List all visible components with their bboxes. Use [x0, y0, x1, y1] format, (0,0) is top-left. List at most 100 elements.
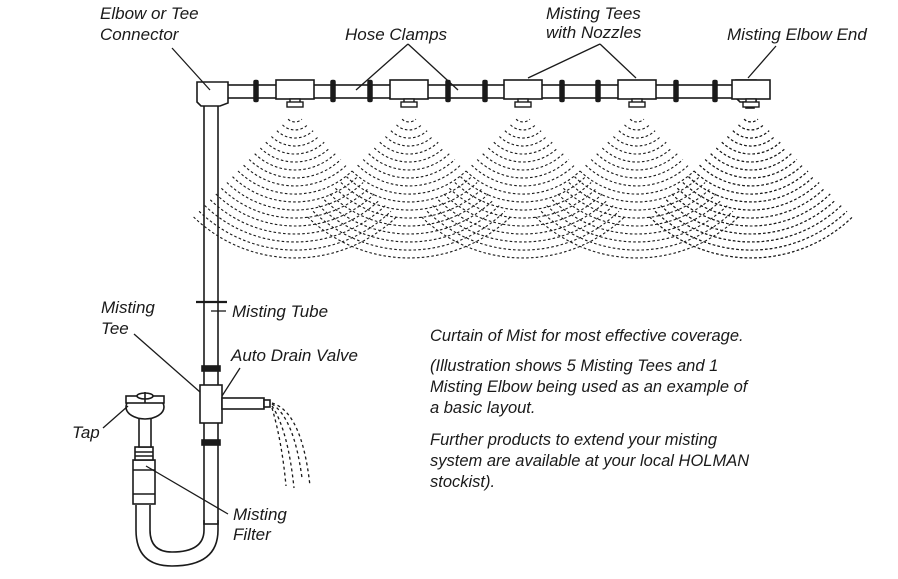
mist-arc: [704, 159, 798, 179]
mist-arc: [362, 159, 456, 179]
label-misting-filter-1: Misting: [233, 505, 287, 524]
misting-tee: [389, 79, 429, 100]
mist-arc: [282, 124, 308, 131]
tee-nozzle-cap: [514, 101, 532, 108]
mist-arc: [540, 210, 734, 251]
mist-arc: [732, 130, 770, 139]
mist-arc: [390, 130, 428, 139]
mist-arc: [499, 136, 547, 147]
mist-arc: [426, 210, 620, 251]
auto-drain-valve-body: [221, 397, 265, 410]
note-illustration: (Illustration shows 5 Misting Tees and 1…: [430, 356, 830, 419]
mist-arc: [515, 118, 531, 123]
mist-arc: [665, 199, 837, 235]
mist-arc: [379, 141, 439, 155]
mist-arc: [465, 170, 581, 195]
mist-arc: [654, 210, 848, 251]
label-elbow-tee-connector-1: Elbow or Tee: [100, 4, 199, 23]
mist-arc: [607, 141, 667, 155]
label-tap: Tap: [72, 423, 100, 442]
vertical-misting-tube: [203, 103, 219, 525]
mist-arc: [629, 118, 645, 123]
mist-arc: [688, 176, 814, 203]
mist-arc: [323, 199, 495, 235]
mist-arc: [357, 164, 461, 187]
mist-arc: [396, 124, 422, 131]
mist-arc: [660, 205, 842, 243]
hose-clamp: [330, 79, 336, 103]
auto-drain-valve-tip: [263, 399, 271, 408]
mist-arc: [287, 118, 303, 123]
mist-arc: [460, 176, 586, 203]
mist-arc: [226, 182, 364, 211]
mist-arc: [443, 193, 603, 227]
supply-hose-outer: [135, 505, 219, 567]
mist-arc: [624, 124, 650, 131]
drain-drip: [271, 407, 287, 487]
mist-arc: [613, 136, 661, 147]
mist-arc: [476, 159, 570, 179]
mist-arc: [557, 193, 717, 227]
mist-arc: [346, 176, 472, 203]
mist-arc: [585, 164, 689, 187]
mist-arc: [715, 147, 787, 163]
mist-arc: [454, 182, 592, 211]
mist-arc: [215, 193, 375, 227]
mist-arc: [568, 182, 706, 211]
mist-arc: [682, 182, 820, 211]
note-line: stockist).: [430, 473, 496, 491]
mist-arc: [665, 199, 837, 235]
mist-arc: [618, 130, 656, 139]
mist-arc: [710, 153, 792, 171]
lower-misting-tee: [199, 384, 223, 424]
mist-arc: [601, 147, 673, 163]
label-elbow-tee-connector-2: Connector: [100, 25, 179, 44]
mist-cone: [535, 118, 739, 259]
mist-arc: [654, 210, 848, 251]
mist-cone: [649, 118, 853, 259]
supply-hose-inner: [149, 505, 205, 553]
mist-arc: [649, 216, 853, 259]
hose-clamp: [673, 79, 679, 103]
tee-nozzle-cap: [628, 101, 646, 108]
mist-arc: [493, 141, 553, 155]
label-misting-filter-2: Filter: [233, 525, 271, 544]
mist-arc: [209, 199, 381, 235]
label-misting-tube: Misting Tube: [232, 302, 329, 321]
mist-arc: [704, 159, 798, 179]
mist-arc: [738, 124, 764, 131]
note-further-products: Further products to extend your misting …: [430, 430, 830, 493]
mist-arc: [688, 176, 814, 203]
hose-clamp: [367, 79, 373, 103]
hose-clamp: [482, 79, 488, 103]
mist-arc: [318, 205, 500, 243]
hose-clamp: [595, 79, 601, 103]
note-line: a basic layout.: [430, 399, 536, 417]
mist-arc: [204, 205, 386, 243]
mist-arc: [276, 130, 314, 139]
mist-arc: [401, 118, 417, 123]
hose-clamp: [253, 79, 259, 103]
mist-arc: [254, 153, 336, 171]
note-curtain-of-mist: Curtain of Mist for most effective cover…: [430, 326, 830, 347]
mist-arc: [738, 124, 764, 131]
mist-arc: [193, 216, 397, 259]
mist-arc: [329, 193, 489, 227]
mist-arc: [421, 216, 625, 259]
hose-clamp: [559, 79, 565, 103]
mist-arc: [677, 187, 825, 219]
mist-arc: [699, 164, 803, 187]
mist-arc: [232, 176, 358, 203]
mist-arc: [198, 210, 392, 251]
mist-arc: [535, 216, 739, 259]
mist-arc: [368, 153, 450, 171]
mist-arc: [590, 159, 684, 179]
mist-arc: [546, 205, 728, 243]
mist-arc: [596, 153, 678, 171]
drain-drip: [271, 402, 311, 487]
mist-arc: [710, 153, 792, 171]
note-line: Further products to extend your misting: [430, 431, 718, 449]
mist-arc: [248, 159, 342, 179]
mist-arc: [340, 182, 478, 211]
